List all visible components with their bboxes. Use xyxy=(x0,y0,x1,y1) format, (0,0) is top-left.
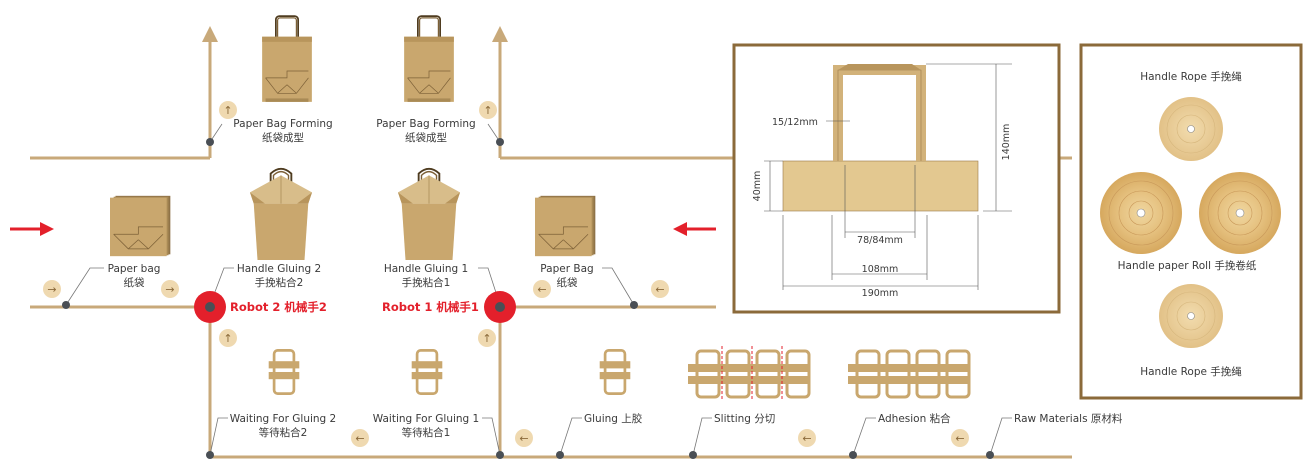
handles-adhesion xyxy=(848,349,971,399)
formed-bag-right xyxy=(403,15,455,103)
up-arrowhead-left xyxy=(202,26,218,42)
forming-left-label-zh: 纸袋成型 xyxy=(262,131,304,144)
dim-rope-width: 15/12mm xyxy=(772,117,818,128)
handles-slitting xyxy=(688,346,811,400)
svg-text:↑: ↑ xyxy=(223,104,232,117)
rope-top-label: Handle Rope 手挽绳 xyxy=(1140,70,1242,83)
open-bag-gluing-1 xyxy=(396,167,462,260)
paper-bag-right-label-en: Paper Bag xyxy=(540,263,593,275)
gluing-label: Gluing 上胶 xyxy=(584,412,643,425)
robot-2-marker xyxy=(194,291,226,323)
adhesion-label: Adhesion 粘合 xyxy=(878,412,951,425)
left-arrow-icon: ← xyxy=(351,429,369,447)
rope-roll-top xyxy=(1159,97,1223,161)
dim-inner-78-84: 78/84mm xyxy=(857,235,903,246)
svg-text:←: ← xyxy=(955,432,964,445)
dim-width-108: 108mm xyxy=(862,264,899,275)
handle-gluing-1-label-zh: 手挽粘合1 xyxy=(402,276,451,289)
open-bag-gluing-2 xyxy=(248,167,314,260)
handle-gluing xyxy=(598,349,632,395)
handle-waiting-1 xyxy=(410,349,444,395)
handle-gluing-2-label-en: Handle Gluing 2 xyxy=(237,263,321,275)
left-arrow-icon: ← xyxy=(651,280,669,298)
svg-text:←: ← xyxy=(655,283,664,296)
svg-text:←: ← xyxy=(355,432,364,445)
paper-bag-left-label-en: Paper bag xyxy=(108,263,161,275)
left-arrow-icon: ← xyxy=(951,429,969,447)
slitting-label: Slitting 分切 xyxy=(714,413,775,425)
svg-text:↑: ↑ xyxy=(223,332,232,345)
left-arrow-icon: ← xyxy=(515,429,533,447)
paper-roll-label: Handle paper Roll 手挽卷纸 xyxy=(1118,259,1257,272)
left-arrow-icon: ← xyxy=(798,429,816,447)
forming-right-label-en: Paper Bag Forming xyxy=(376,118,475,130)
dim-width-190: 190mm xyxy=(862,288,899,299)
svg-text:←: ← xyxy=(802,432,811,445)
flat-bag-left xyxy=(110,195,171,257)
dim-height-140: 140mm xyxy=(1001,124,1012,161)
handle-waiting-2 xyxy=(267,349,301,395)
handle-gluing-1-label-en: Handle Gluing 1 xyxy=(384,263,468,275)
up-arrow-icon: ↑ xyxy=(479,101,497,119)
robot-2-label: Robot 2 机械手2 xyxy=(230,300,327,314)
svg-text:←: ← xyxy=(519,432,528,445)
forming-right-label-zh: 纸袋成型 xyxy=(405,131,447,144)
right-arrow-icon: → xyxy=(43,280,61,298)
dim-height-40: 40mm xyxy=(752,171,763,202)
right-arrow-icon: → xyxy=(161,280,179,298)
robot-1-label: Robot 1 机械手1 xyxy=(382,300,479,314)
paper-bag-left-label-zh: 纸袋 xyxy=(124,276,145,289)
up-arrow-icon: ↑ xyxy=(478,329,496,347)
left-arrow-icon: ← xyxy=(533,280,551,298)
arrow-buttons: ↑ ↑ → → ← ← ↑ ↑ ← ← ← ← xyxy=(43,101,969,447)
robot-1-marker xyxy=(484,291,516,323)
red-arrow-left xyxy=(10,222,54,236)
waiting-1-label-en: Waiting For Gluing 1 xyxy=(373,413,479,425)
svg-text:←: ← xyxy=(537,283,546,296)
up-arrow-icon: ↑ xyxy=(219,101,237,119)
paper-roll-left xyxy=(1100,172,1182,254)
formed-bag-left xyxy=(261,15,313,103)
paper-bag-right-label-zh: 纸袋 xyxy=(557,276,578,289)
svg-text:→: → xyxy=(47,283,56,296)
waiting-2-label-en: Waiting For Gluing 2 xyxy=(230,413,336,425)
paper-roll-right xyxy=(1199,172,1281,254)
svg-text:↑: ↑ xyxy=(483,104,492,117)
waiting-2-label-zh: 等待粘合2 xyxy=(259,426,308,439)
materials-panel: Handle Rope 手挽绳 Handle paper Roll 手挽卷纸 xyxy=(1079,43,1303,400)
leader-lines xyxy=(65,123,1012,456)
svg-text:↑: ↑ xyxy=(482,332,491,345)
up-arrowhead-right xyxy=(492,26,508,42)
dimension-drawing-panel: 15/12mm 140mm 40mm 78/84mm 108mm 190mm xyxy=(732,43,1061,314)
svg-text:→: → xyxy=(165,283,174,296)
rope-bottom-label: Handle Rope 手挽绳 xyxy=(1140,365,1242,378)
forming-left-label-en: Paper Bag Forming xyxy=(233,118,332,130)
junction-dots xyxy=(62,138,994,459)
flat-bag-right xyxy=(535,195,596,257)
raw-materials-label: Raw Materials 原材料 xyxy=(1014,412,1123,425)
red-arrow-right xyxy=(673,222,716,236)
rope-roll-bottom xyxy=(1159,284,1223,348)
handle-gluing-2-label-zh: 手挽粘合2 xyxy=(255,276,304,289)
waiting-1-label-zh: 等待粘合1 xyxy=(402,426,451,439)
up-arrow-icon: ↑ xyxy=(219,329,237,347)
